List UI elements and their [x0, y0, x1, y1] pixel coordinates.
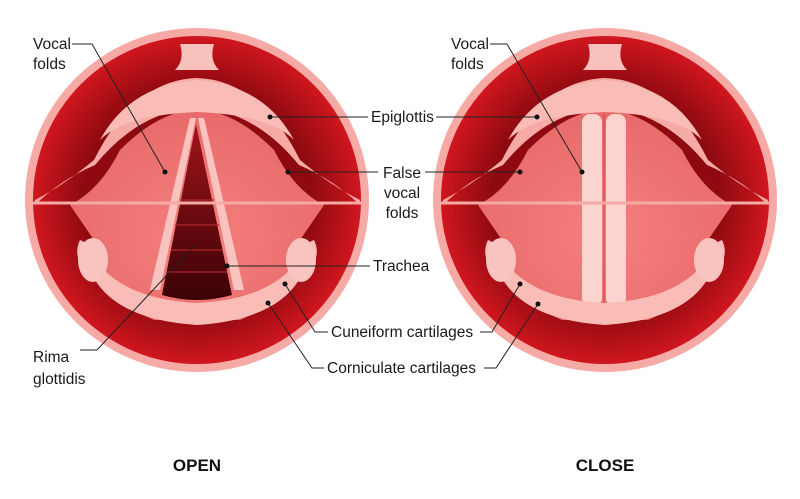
- label-corniculate-cartilages: Corniculate cartilages: [327, 360, 476, 377]
- label-trachea: Trachea: [373, 258, 430, 275]
- panel-title-close: CLOSE: [576, 456, 635, 475]
- label-epiglottis: Epiglottis: [371, 109, 434, 126]
- panel-title-open: OPEN: [173, 456, 221, 475]
- leader-lines: [72, 43, 585, 369]
- label-cuneiform-cartilages: Cuneiform cartilages: [331, 324, 473, 341]
- open-larynx-illustration: [25, 28, 369, 372]
- closed-larynx-illustration: [433, 28, 777, 372]
